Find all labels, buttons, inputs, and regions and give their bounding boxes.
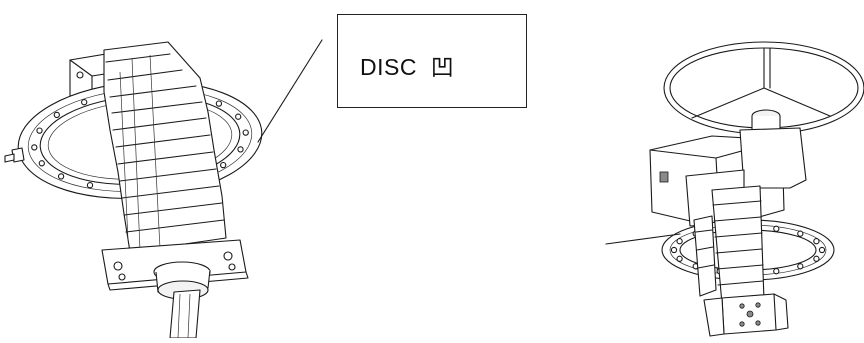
bolt-hole [237, 146, 244, 153]
handwheel [663, 41, 864, 135]
disc-callout-text: DISC [360, 54, 417, 80]
left-valve-body-column [103, 41, 227, 253]
bolt-hole [81, 99, 88, 106]
right-valve [605, 41, 864, 337]
bolt-hole [813, 238, 820, 245]
bolt-hole [676, 238, 683, 245]
right-valve-body-column [693, 185, 765, 305]
bolt-hole [797, 230, 804, 237]
bolt-hole [670, 246, 678, 254]
disc-callout-label: DISC 凹 [360, 48, 454, 82]
left-valve [4, 41, 263, 339]
bolt-hole [242, 129, 249, 136]
bolt-hole [813, 255, 820, 262]
bolt-hole [773, 225, 780, 232]
bolt-hole [676, 255, 683, 262]
bolt-hole [86, 182, 94, 189]
bolt-hole [36, 127, 43, 134]
bolt-hole [31, 144, 38, 151]
bolt-hole [220, 161, 227, 169]
disc-callout-glyph: 凹 [430, 54, 455, 80]
bolt-hole [235, 113, 242, 120]
bolt-hole [797, 263, 804, 270]
left-valve-shaft [153, 261, 211, 339]
bolt-hole [215, 100, 223, 107]
bolt-hole [818, 246, 826, 254]
right-valve-bottom-block [703, 293, 789, 337]
bolt-hole [53, 111, 60, 119]
bolt-hole [38, 160, 45, 167]
lever-pointer [605, 233, 681, 245]
callout-leader-line [257, 39, 323, 143]
disc-callout-box: DISC 凹 [337, 14, 527, 108]
bolt-hole [773, 268, 780, 275]
bolt-hole [57, 173, 65, 180]
